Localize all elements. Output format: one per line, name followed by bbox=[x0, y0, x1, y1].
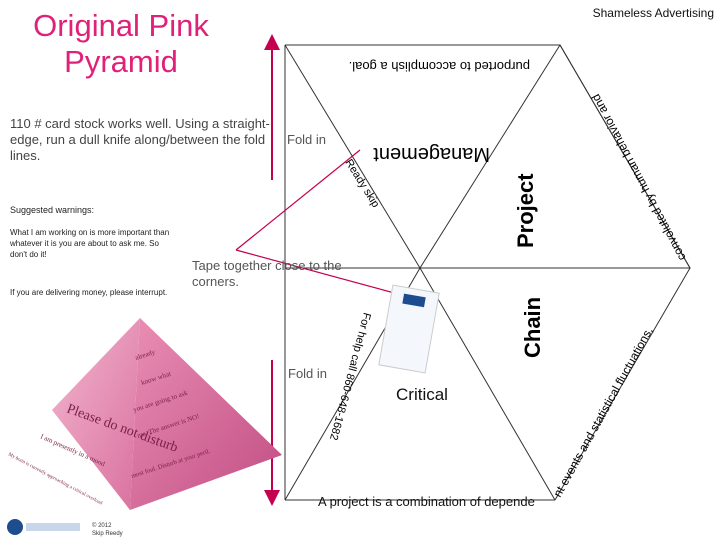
fluctuations-label: nt events and statistical fluctuations, bbox=[550, 325, 655, 500]
tape-note: Tape together close to the corners. bbox=[192, 258, 342, 289]
fold-line-lower-right bbox=[554, 267, 691, 501]
fold-line-lower-diag bbox=[419, 267, 556, 501]
globe-icon bbox=[7, 519, 80, 535]
management-label: Management bbox=[373, 143, 490, 165]
copyright-block: © 2012 Skip Reedy bbox=[92, 522, 123, 538]
project-label: Project bbox=[513, 173, 538, 248]
pyramid-left-face bbox=[52, 318, 140, 510]
fold-line-diag-2 bbox=[419, 44, 561, 269]
convoluted-label: convoluted by human behavior and bbox=[589, 92, 689, 264]
upside-down-goal: purported to accomplish a goal. bbox=[349, 59, 530, 74]
fold-in-label-top: Fold in bbox=[287, 132, 327, 147]
brand-logo-footer bbox=[6, 516, 82, 538]
warnings-heading: Suggested warnings: bbox=[10, 205, 95, 215]
help-line-label: For help call 860-648-1682 bbox=[327, 311, 373, 441]
copyright-text: © 2012 bbox=[92, 523, 112, 529]
pyramid-right-face bbox=[130, 318, 282, 510]
shameless-advertising-label: Shameless Advertising bbox=[592, 6, 714, 20]
instructions-text: 110 # card stock works well. Using a str… bbox=[10, 116, 270, 163]
chain-label: Chain bbox=[520, 297, 545, 358]
project-note: A project is a combination of depende bbox=[318, 494, 535, 509]
fold-line-right bbox=[559, 44, 691, 269]
warning-text-2: If you are delivering money, please inte… bbox=[10, 288, 168, 297]
author-text: Skip Reedy bbox=[92, 531, 123, 537]
warning-text-1: What I am working on is more important t… bbox=[10, 228, 170, 259]
fold-in-label-bottom: Fold in bbox=[288, 366, 328, 381]
pointer-line-bottom bbox=[235, 249, 421, 301]
pointer-line-top bbox=[235, 149, 361, 251]
critical-label: Critical bbox=[396, 385, 448, 404]
page-title: Original Pink Pyramid bbox=[33, 8, 209, 79]
